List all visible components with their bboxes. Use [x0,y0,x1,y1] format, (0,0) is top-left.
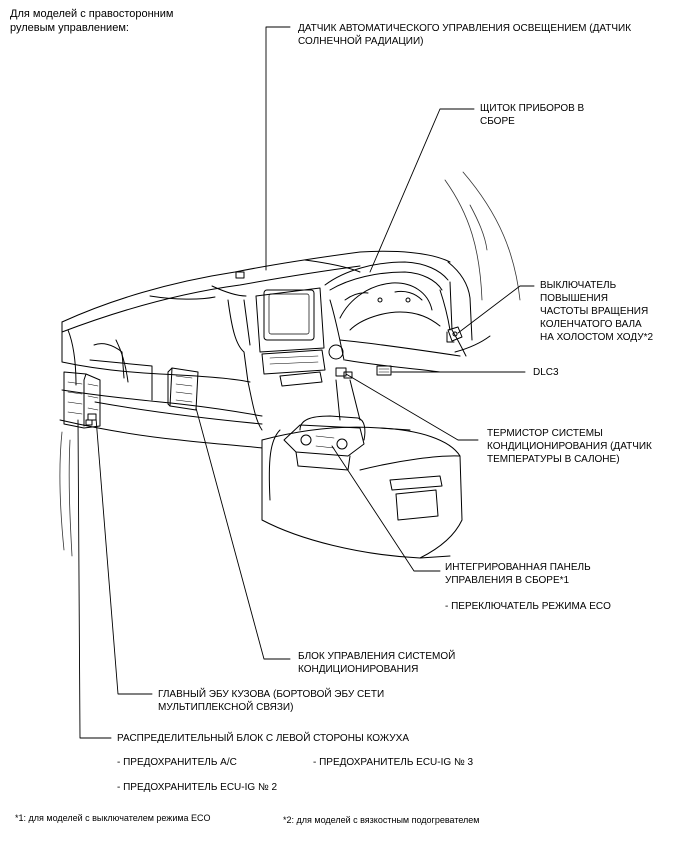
label-main-body-ecu: ГЛАВНЫЙ ЭБУ КУЗОВА (БОРТОВОЙ ЭБУ СЕТИ МУ… [158,689,385,713]
leader-combination-meter [369,108,475,273]
label-eco-switch: - ПЕРЕКЛЮЧАТЕЛЬ РЕЖИМА ECO [445,601,611,612]
label-control-panel: ИНТЕГРИРОВАННАЯ ПАНЕЛЬ УПРАВЛЕНИЯ В СБОР… [445,562,591,586]
label-combination-meter: ЩИТОК ПРИБОРОВ В СБОРЕ [480,103,585,127]
label-dlc3: DLC3 [533,367,559,378]
label-idle-up-switch: ВЫКЛЮЧАТЕЛЬ ПОВЫШЕНИЯ ЧАСТОТЫ ВРАЩЕНИЯ К… [540,280,654,343]
leader-lines [77,26,535,739]
leader-main-body-ecu [95,417,153,695]
label-fuse-ecu-ig2: - ПРЕДОХРАНИТЕЛЬ ECU-IG № 2 [117,782,278,793]
footnote-2: *2: для моделей с вязкостным подогревате… [283,815,480,825]
door-lines [59,431,73,557]
leader-control-panel [331,445,441,572]
idle-up-switch-part [447,326,463,342]
leader-room-temp [345,373,479,441]
dashboard-top [61,250,451,333]
center-stack [227,287,344,431]
dashboard-left-face [59,321,263,449]
room-temp-sensor-part [335,367,353,379]
leader-idle-up-switch [457,285,535,334]
leader-light-sensor [265,26,291,271]
label-fuse-ac: - ПРЕДОХРАНИТЕЛЬ A/C [117,757,237,768]
dashboard-right [339,261,491,373]
instrument-cluster [324,261,451,361]
center-console [261,379,463,559]
label-fuse-ecu-ig3: - ПРЕДОХРАНИТЕЛЬ ECU-IG № 3 [313,757,474,768]
light-sensor-part [235,271,245,279]
windshield-lines [444,171,521,301]
label-room-temp-sensor: ТЕРМИСТОР СИСТЕМЫ КОНДИЦИОНИРОВАНИЯ (ДАТ… [487,428,652,465]
leader-ac-amplifier [195,407,291,660]
dlc3-part [376,365,392,376]
junction-block-part [63,371,101,429]
leader-junction-block [77,419,112,739]
label-light-sensor: ДАТЧИК АВТОМАТИЧЕСКОГО УПРАВЛЕНИЯ ОСВЕЩЕ… [298,23,632,47]
steering-note: Для моделей с правосторонним рулевым упр… [10,8,174,34]
footnote-1: *1: для моделей с выключателем режима EC… [15,813,211,823]
label-ac-amplifier: БЛОК УПРАВЛЕНИЯ СИСТЕМОЙ КОНДИЦИОНИРОВАН… [298,651,456,675]
ac-amplifier-part [167,367,199,411]
label-junction-block: РАСПРЕДЕЛИТЕЛЬНЫЙ БЛОК С ЛЕВОЙ СТОРОНЫ К… [117,733,409,744]
